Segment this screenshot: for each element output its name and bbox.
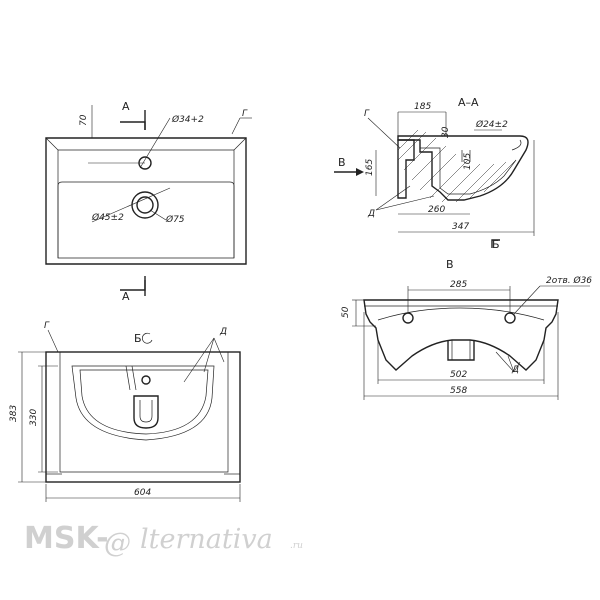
view-v: В 285 2отв. Ø36 50 502 558 (341, 258, 592, 400)
view-b-label: Б (134, 332, 142, 345)
side-hole-left (402, 312, 414, 324)
label-d-side: Д (511, 365, 519, 375)
watermark-at: @ (104, 528, 131, 559)
cut-marker-top: А (122, 100, 130, 113)
watermark-prefix: MSK- (24, 521, 109, 556)
section-hole-label: Ø24±2 (475, 119, 508, 130)
section-a-a: А–А 185 Ø24±2 30 105 165 260 347 (334, 96, 535, 251)
dim-260: 260 (428, 205, 445, 215)
holes-note: 2отв. Ø36 (546, 275, 592, 286)
dim-70: 70 (79, 114, 89, 126)
dim-30: 30 (441, 126, 451, 138)
dim-502: 502 (450, 370, 467, 380)
label-g-section: Г (364, 109, 370, 119)
view-v-label: В (446, 258, 454, 271)
label-g-front: Г (44, 321, 50, 331)
top-plan-view: Ø34+2 Ø45±2 Ø75 70 А А Г (45, 100, 252, 303)
dim-50: 50 (341, 306, 351, 318)
dim-347: 347 (452, 222, 469, 232)
label-d-section: Д (367, 209, 375, 219)
dim-383: 383 (9, 405, 19, 422)
side-hole-right (504, 312, 516, 324)
dim-185: 185 (414, 102, 431, 112)
drain-outer-dim-label: Ø75 (165, 214, 185, 225)
label-g-top: Г (242, 109, 248, 119)
dim-105: 105 (463, 153, 473, 170)
watermark: MSK- @ lternativa .ru (24, 521, 303, 559)
dim-604: 604 (134, 488, 151, 498)
dim-165: 165 (365, 159, 375, 176)
drain-outer (131, 191, 159, 219)
section-title: А–А (458, 96, 479, 109)
watermark-tld: .ru (290, 541, 303, 551)
drain-dim-label: Ø45±2 (91, 212, 124, 223)
dim-558: 558 (450, 386, 467, 396)
view-v-arrow-label: В (338, 156, 346, 169)
dim-285: 285 (450, 280, 467, 290)
overflow-hole (141, 375, 151, 385)
view-b-rotation-icon (141, 332, 153, 344)
tap-hole-label: Ø34+2 (171, 114, 204, 125)
dim-330: 330 (29, 409, 39, 426)
label-d-front: Д (219, 327, 227, 337)
cut-marker-bottom: А (122, 290, 130, 303)
drain-inner (136, 196, 154, 214)
watermark-suffix: lternativa (140, 524, 273, 555)
view-v-arrowhead (356, 168, 364, 176)
marker-b: Б (492, 238, 500, 251)
front-view: 604 383 330 Г Б Д (9, 321, 241, 502)
